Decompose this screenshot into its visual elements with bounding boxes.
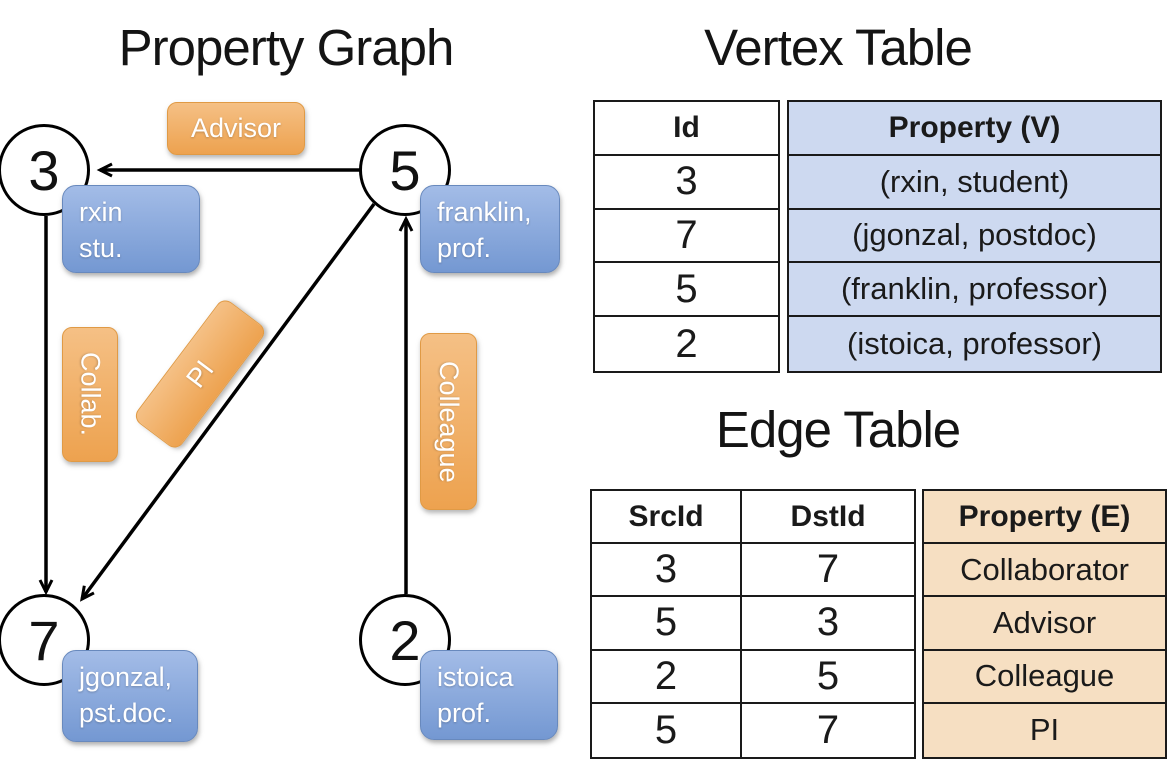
vertex-table-cell: (jgonzal, postdoc) bbox=[789, 209, 1160, 264]
vertex-property-box-5: franklin, prof. bbox=[420, 185, 560, 273]
edge-table-property-column: Property (E) Collaborator Advisor Collea… bbox=[922, 489, 1167, 759]
vertex-table-title: Vertex Table bbox=[704, 19, 973, 76]
edge-table-cell: 5 bbox=[740, 650, 914, 704]
vertex-table-cell: 3 bbox=[595, 156, 778, 210]
vertex-property-box-7: jgonzal, pst.doc. bbox=[62, 650, 198, 742]
edge-table-header-property: Property (E) bbox=[924, 491, 1165, 545]
property-line: pst.doc. bbox=[79, 698, 174, 728]
edge-table-cell: Collaborator bbox=[924, 544, 1165, 598]
vertex-table-cell: (franklin, professor) bbox=[789, 263, 1160, 318]
vertex-id: 2 bbox=[389, 608, 421, 672]
edge-table-title: Edge Table bbox=[715, 401, 961, 458]
vertex-id: 3 bbox=[28, 138, 60, 202]
edge-table-cell: 7 bbox=[740, 703, 914, 757]
edge-table-cell: Colleague bbox=[924, 650, 1165, 704]
edge-arrow-pi-5-7 bbox=[80, 202, 376, 602]
edge-label-collab: Collab. bbox=[62, 327, 118, 462]
property-line: jgonzal, bbox=[79, 662, 173, 692]
vertex-table-property-column: Property (V) (rxin, student) (jgonzal, p… bbox=[787, 100, 1162, 373]
edge-table-cell: 3 bbox=[740, 597, 914, 651]
vertex-property-box-3: rxin stu. bbox=[62, 185, 200, 273]
vertex-table-header-id: Id bbox=[595, 102, 778, 156]
vertex-table-cell: 2 bbox=[675, 321, 698, 366]
property-line: prof. bbox=[437, 233, 492, 263]
edge-label-text: Advisor bbox=[190, 113, 282, 143]
property-graph-title: Property Graph bbox=[118, 19, 455, 76]
property-line: stu. bbox=[79, 233, 123, 263]
vertex-table-cell: 7 bbox=[595, 210, 778, 264]
edge-label-text: Colleague bbox=[434, 360, 464, 483]
graph-edges-canvas bbox=[38, 162, 414, 602]
edge-table-cell: 7 bbox=[740, 544, 914, 598]
edge-table-cell: PI bbox=[924, 703, 1165, 757]
edge-label-text: PI bbox=[179, 354, 220, 393]
edge-table-cell: 5 bbox=[654, 707, 678, 752]
property-line: istoica bbox=[437, 662, 514, 692]
vertex-node-2: 2 bbox=[359, 594, 451, 686]
property-line: prof. bbox=[437, 698, 492, 728]
vertex-table-header-property: Property (V) bbox=[789, 102, 1160, 156]
edge-table-header-dstid: DstId bbox=[740, 491, 914, 545]
vertex-table-cell: (rxin, student) bbox=[789, 155, 1160, 210]
vertex-id: 5 bbox=[389, 138, 421, 202]
edge-label-advisor: Advisor bbox=[167, 102, 305, 155]
vertex-table-cell: 5 bbox=[595, 263, 778, 318]
edge-table-cell: 5 bbox=[592, 597, 741, 651]
edge-label-text: Collab. bbox=[75, 352, 106, 437]
property-line: rxin bbox=[79, 197, 123, 227]
edge-table-cell: Advisor bbox=[924, 597, 1165, 651]
edge-table-id-columns: SrcId DstId 3 7 5 3 2 5 5 7 bbox=[590, 489, 916, 759]
edge-table-cell: 3 bbox=[592, 544, 741, 598]
vertex-table-id-column: Id 3 7 5 2 bbox=[593, 100, 780, 373]
property-line: franklin, bbox=[437, 197, 532, 227]
edge-label-colleague: Colleague bbox=[420, 333, 477, 510]
vertex-node-5: 5 bbox=[359, 124, 451, 216]
edge-table-cell: 2 bbox=[592, 651, 741, 704]
vertex-property-box-2: istoica prof. bbox=[420, 650, 558, 740]
edge-table-header-srcid: SrcId bbox=[592, 491, 741, 545]
vertex-table-cell: (istoica, professor) bbox=[789, 317, 1160, 371]
vertex-id: 7 bbox=[28, 608, 60, 672]
